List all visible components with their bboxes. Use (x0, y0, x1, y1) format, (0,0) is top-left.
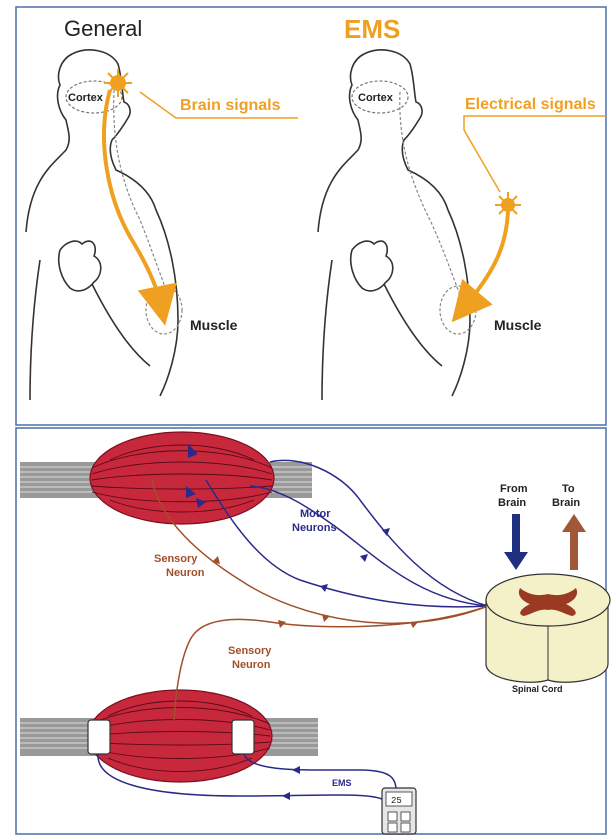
sensory-lower-label-2: Neuron (232, 659, 271, 671)
right-muscle-label: Muscle (494, 317, 542, 333)
ems-wire-label: EMS (332, 778, 352, 788)
to-brain-label-1: To (562, 483, 575, 495)
ems-device-button-2[interactable] (401, 812, 410, 821)
ems-device-button-1[interactable] (388, 812, 397, 821)
left-cortex-label: Cortex (68, 92, 104, 104)
top-panel-frame (16, 7, 606, 425)
ems-device: 25 (382, 788, 416, 834)
brain-signals-label: Brain signals (180, 97, 281, 114)
right-cortex-label: Cortex (358, 92, 394, 104)
electrode-pad-right (232, 720, 254, 754)
sensory-upper-label-1: Sensory (154, 553, 198, 565)
general-title: General (64, 16, 142, 41)
electrical-signals-label: Electrical signals (465, 96, 596, 113)
sensory-upper-label-2: Neuron (166, 567, 205, 579)
ems-device-button-4[interactable] (401, 823, 410, 832)
from-brain-label-2: Brain (498, 497, 526, 509)
left-muscle-label: Muscle (190, 317, 238, 333)
to-brain-label-2: Brain (552, 497, 580, 509)
motor-neurons-label-2: Neurons (292, 522, 337, 534)
spinal-cord-label: Spinal Cord (512, 684, 563, 694)
sensory-lower-label-1: Sensory (228, 645, 272, 657)
electrode-pad-left (88, 720, 110, 754)
ems-device-display: 25 (391, 796, 402, 806)
ems-device-button-3[interactable] (388, 823, 397, 832)
motor-neurons-label-1: Motor (300, 508, 331, 520)
from-brain-label-1: From (500, 483, 528, 495)
ems-title: EMS (344, 14, 400, 44)
spinal-cord (486, 574, 610, 682)
